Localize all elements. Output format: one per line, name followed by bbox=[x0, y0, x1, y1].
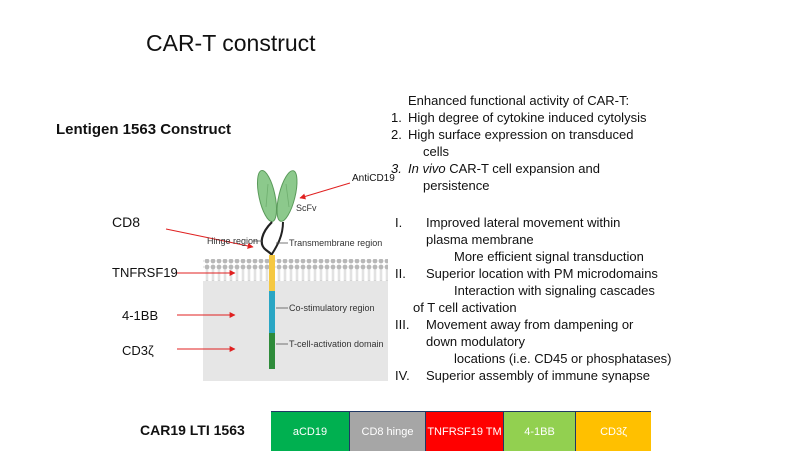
label-tcell-activation-domain: T-cell-activation domain bbox=[289, 339, 384, 349]
label-anticd19: AntiCD19 bbox=[352, 173, 395, 184]
segment-acd19: aCD19 bbox=[271, 412, 349, 451]
label-costimulatory-region: Co-stimulatory region bbox=[289, 303, 375, 313]
label-cd8: CD8 bbox=[112, 214, 141, 230]
list1-item-2b: cells bbox=[423, 144, 450, 159]
list1-num-1: 1. bbox=[391, 110, 402, 125]
segment-cd3z-label: CD3ζ bbox=[600, 425, 627, 438]
segment-tnfrsf19-tm-label: TNFRSF19 TM bbox=[427, 425, 502, 438]
page-title: CAR-T construct bbox=[146, 30, 316, 56]
list2-item-3a: Movement away from dampening or bbox=[426, 317, 634, 332]
plasma-membrane bbox=[203, 259, 388, 281]
arrow-cd8 bbox=[165, 228, 254, 249]
right-heading: Enhanced functional activity of CAR-T: bbox=[408, 93, 630, 108]
list2-item-3c: locations (i.e. CD45 or phosphatases) bbox=[454, 351, 672, 366]
segment-cd3z: CD3ζ bbox=[575, 412, 651, 451]
list2-item-3b: down modulatory bbox=[426, 334, 525, 349]
arrow-anticd19 bbox=[299, 182, 351, 200]
list1-num-3: 3. bbox=[391, 161, 402, 176]
list2-item-2c: of T cell activation bbox=[413, 300, 517, 315]
segment-41bb: 4-1BB bbox=[503, 412, 575, 451]
list2-num-1: I. bbox=[395, 215, 403, 230]
scfv-domain-right bbox=[276, 170, 298, 222]
list1-item-3a: In vivo CAR-T cell expansion and bbox=[408, 160, 600, 177]
construct-bar-label: CAR19 LTI 1563 bbox=[140, 422, 245, 438]
list2-item-1b: plasma membrane bbox=[426, 232, 534, 247]
list1-num-2: 2. bbox=[391, 127, 402, 142]
list2-item-1a: Improved lateral movement within bbox=[426, 215, 621, 230]
construct-bar: aCD19 CD8 hinge TNFRSF19 TM 4-1BB CD3ζ bbox=[271, 411, 651, 451]
in-vivo-text: In vivo bbox=[408, 161, 446, 176]
label-transmembrane-region: Transmembrane region bbox=[289, 238, 383, 248]
list2-num-4: IV. bbox=[395, 368, 410, 383]
label-41bb: 4-1BB bbox=[122, 308, 159, 323]
label-scfv: ScFv bbox=[296, 203, 317, 213]
label-hinge-region: Hinge region bbox=[207, 236, 259, 246]
label-cd3z: CD3ζ bbox=[122, 343, 154, 358]
list2-item-4a: Superior assembly of immune synapse bbox=[426, 368, 650, 383]
segment-41bb-label: 4-1BB bbox=[524, 425, 555, 438]
tcell-activation-segment bbox=[269, 333, 275, 369]
segment-cd8-hinge-label: CD8 hinge bbox=[361, 425, 414, 438]
list1-item-1: High degree of cytokine induced cytolysi… bbox=[408, 110, 647, 125]
list2-item-2a: Superior location with PM microdomains bbox=[426, 266, 658, 281]
costimulatory-segment bbox=[269, 291, 275, 333]
list2-item-1c: More efficient signal transduction bbox=[454, 249, 644, 264]
hinge-line-2 bbox=[271, 221, 284, 255]
list2-num-3: III. bbox=[395, 317, 410, 332]
segment-cd8-hinge: CD8 hinge bbox=[349, 412, 425, 451]
segment-acd19-label: aCD19 bbox=[292, 425, 328, 438]
segment-tnfrsf19-tm: TNFRSF19 TM bbox=[425, 412, 503, 451]
construct-title: Lentigen 1563 Construct bbox=[56, 121, 232, 138]
list1-item-2a: High surface expression on transduced bbox=[408, 127, 634, 142]
transmembrane-segment bbox=[269, 255, 275, 291]
cytoplasm-region bbox=[203, 281, 388, 381]
list2-num-2: II. bbox=[395, 266, 406, 281]
label-tnfrsf19: TNFRSF19 bbox=[112, 265, 178, 280]
list2-item-2b: Interaction with signaling cascades bbox=[454, 283, 655, 298]
list1-item-3b: persistence bbox=[423, 178, 490, 193]
hinge-line bbox=[260, 221, 274, 257]
list1-item-3a-rest: CAR-T cell expansion and bbox=[445, 161, 600, 176]
